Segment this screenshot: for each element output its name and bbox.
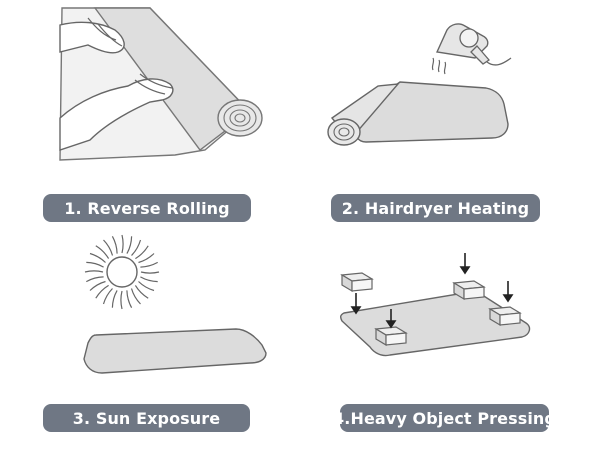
sun-ray [89,252,106,263]
sun-ray [126,290,133,308]
sun-ray [140,271,160,274]
step-hairdryer-heating: 2. Hairdryer Heating [300,0,600,225]
step-heavy-object-pressing: 4.Heavy Object Pressing [300,225,600,450]
sun-ray [103,239,114,256]
step-sun-exposure: 3. Sun Exposure [0,225,300,450]
sun-ray [121,234,124,254]
sun-ray [130,288,141,305]
weight-box-icon [488,306,522,327]
step-label: 4.Heavy Object Pressing [333,404,556,432]
mat-illustration [83,328,267,374]
sun-ray [102,288,113,305]
sun-ray [95,245,110,259]
sun-ray [86,276,104,283]
pressing-illustration [340,253,531,357]
step-reverse-rolling: 1. Reverse Rolling [0,0,300,225]
weight-box-icon [374,326,408,347]
step-label: 1. Reverse Rolling [43,194,251,222]
hands-rolling-mat-icon [59,7,263,161]
sun-ray [126,236,133,254]
sun-icon [84,234,160,310]
down-arrow-icon [502,281,514,303]
step-label: 3. Sun Exposure [43,404,250,432]
sun-ray [131,239,142,256]
sun-ray [140,261,158,268]
hairdryer-icon [431,23,512,75]
sun-ray [86,261,104,268]
sun-ray [120,290,123,310]
sun-ray [89,280,106,291]
down-arrow-icon [350,293,362,315]
sun-ray [138,281,155,292]
sun-ray [111,290,118,308]
step-label: 2. Hairdryer Heating [331,194,540,222]
sun-ray [138,253,155,264]
sun-ray [140,276,158,283]
sun-ray [95,284,109,299]
down-arrow-icon [385,309,397,329]
sun-ray [135,245,149,260]
down-arrow-icon [459,253,471,275]
weight-box-icon [452,280,486,301]
sun-ray [111,236,118,254]
hairdryer-heating-illustration [327,81,509,146]
weight-box-icon [340,272,374,293]
sun-ray [134,285,149,299]
sun-ray [84,270,104,273]
